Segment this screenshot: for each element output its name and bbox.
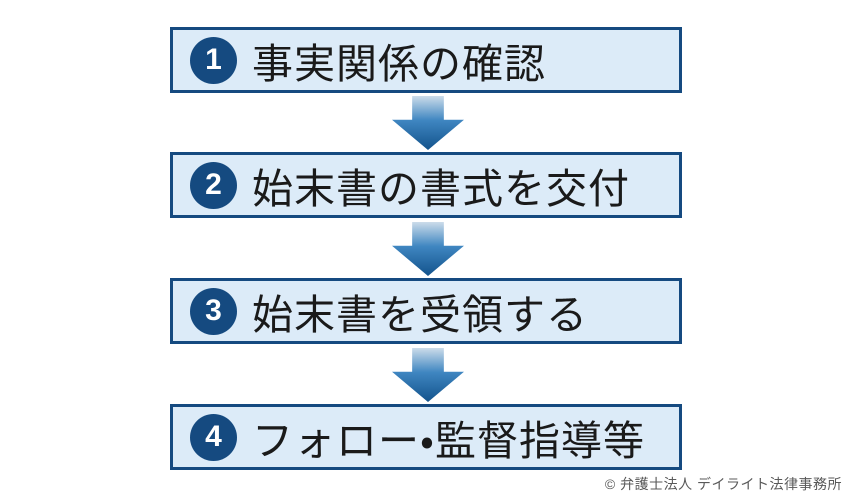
step-box-3: 3 始末書を受領する	[170, 278, 682, 344]
step-number-badge: 1	[190, 36, 237, 84]
step-box-4: 4 フォロー・監督指導等	[170, 404, 682, 470]
step-number-badge: 3	[190, 287, 237, 335]
step-label: 始末書の書式を交付	[252, 166, 630, 212]
step-number-badge: 2	[190, 161, 237, 209]
step-label: 始末書を受領する	[252, 292, 588, 338]
step-box-1: 1 事実関係の確認	[170, 27, 682, 93]
step-label: フォロー・監督指導等	[252, 418, 645, 464]
down-arrow-icon	[392, 348, 464, 402]
step-number-badge: 4	[190, 413, 237, 461]
step-box-2: 2 始末書の書式を交付	[170, 152, 682, 218]
copyright-text: © 弁護士法人 デイライト法律事務所	[604, 476, 842, 492]
step-label: 事実関係の確認	[252, 41, 546, 87]
down-arrow-icon	[392, 222, 464, 276]
down-arrow-icon	[392, 96, 464, 150]
